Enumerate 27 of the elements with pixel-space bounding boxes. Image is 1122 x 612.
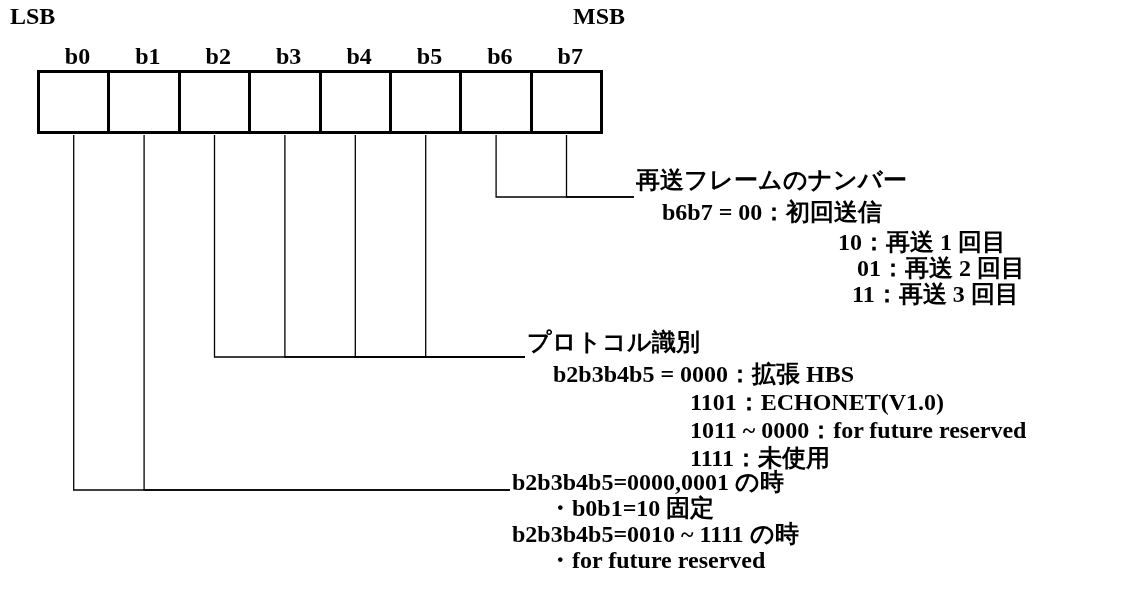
- bit-label: b6: [487, 44, 513, 68]
- bit-order-label: MSB: [573, 4, 625, 28]
- bit-label: b1: [135, 44, 161, 68]
- annotation-heading: プロトコル識別: [527, 330, 700, 354]
- annotation-text: 1101：ECHONET(V1.0): [690, 390, 944, 414]
- bit-label: b0: [64, 44, 91, 68]
- annotation-text: 01：再送 2 回目: [857, 256, 1025, 280]
- bit-label: b5: [416, 44, 443, 68]
- annotation-text: ・b0b1=10 固定: [548, 496, 715, 520]
- annotation-text: b6b7 = 00：初回送信: [662, 200, 883, 224]
- annotation-text: b2b3b4b5 = 0000：拡張 HBS: [553, 362, 855, 386]
- bit-label: b7: [557, 44, 583, 68]
- bit-label: b4: [346, 44, 372, 68]
- leader-line: [565, 134, 635, 198]
- bit-order-label: LSB: [10, 4, 56, 28]
- annotation-text: 1011 ~ 0000：for future reserved: [690, 418, 1027, 442]
- annotation-text: 1111：未使用: [690, 446, 831, 470]
- annotation-heading: 再送フレームのナンバー: [636, 168, 907, 192]
- bit-label: b2: [205, 44, 231, 68]
- leader-line: [143, 134, 511, 491]
- annotation-text: 11：再送 3 回目: [852, 282, 1019, 306]
- bit-label: b3: [276, 44, 302, 68]
- annotation-text: b2b3b4b5=0000,0001 の時: [512, 470, 785, 494]
- annotation-text: b2b3b4b5=0010 ~ 1111 の時: [512, 522, 799, 546]
- annotation-text: ・for future reserved: [548, 548, 766, 572]
- leader-line: [425, 134, 526, 358]
- annotation-text: 10：再送 1 回目: [838, 230, 1006, 254]
